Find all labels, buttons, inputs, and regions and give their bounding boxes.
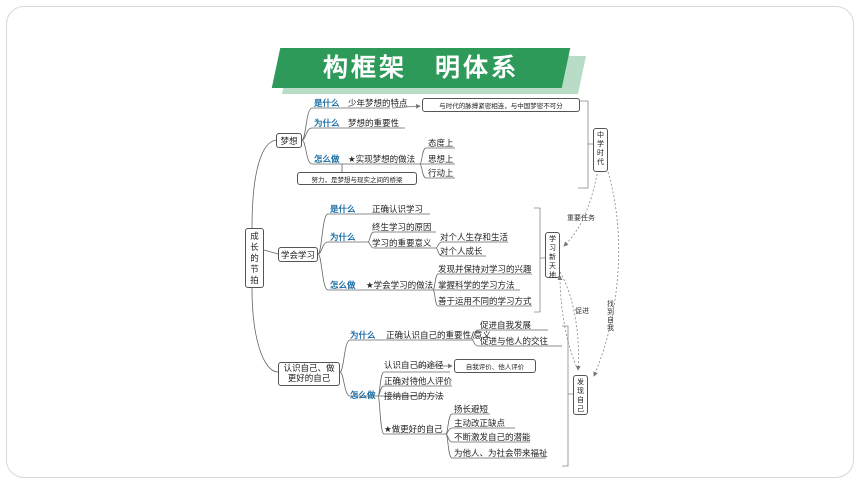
box-discover-self-label: 发现自己 [577, 378, 584, 413]
box-learning-new-world: 学习新天地 [545, 232, 560, 279]
learn-how-item-2: 掌握科学的学习方法 [438, 281, 515, 291]
dream-how-key: 怎么做 [314, 155, 340, 165]
title-banner: 构框架 明体系 [271, 48, 587, 94]
self-how-d-item-2: 主动改正缺点 [454, 419, 506, 429]
learn-how: ★学会学习的做法 [366, 281, 434, 291]
dream-what-note: 与时代的脉搏紧密相连，与中国梦密不可分 [422, 98, 580, 112]
learn-what: 正确认识学习 [372, 205, 424, 215]
box-middle-school-era: 中学时代 [593, 128, 608, 172]
dream-what: 少年梦想的特点 [348, 99, 408, 109]
dream-why-key: 为什么 [314, 119, 340, 129]
learn-how-item-3: 善于运用不同的学习方式 [438, 297, 532, 307]
branch-self: 认识自己、做更好的自己 [278, 362, 340, 386]
learn-what-key: 是什么 [330, 205, 356, 215]
dream-how-item-1: 态度上 [428, 139, 454, 149]
dream-how-note: 努力，是梦想与现实之间的桥梁 [297, 172, 417, 185]
self-how-b: 正确对待他人评价 [384, 377, 453, 387]
self-how-d-item-4: 为他人、为社会带来福祉 [454, 449, 548, 459]
self-how-d-item-3: 不断激发自己的潜能 [454, 433, 531, 443]
self-why-item-1: 促进自我发展 [480, 321, 532, 331]
self-how-a: 认识自己的途径 [384, 361, 444, 371]
self-how-c: 接纳自己的方法 [384, 392, 444, 402]
branch-dream: 梦想 [276, 133, 302, 148]
branch-learning: 学会学习 [278, 247, 318, 262]
box-learning-new-world-label: 学习新天地 [549, 235, 556, 279]
label-find-self: 找到自我 [607, 300, 614, 332]
learn-why-a: 终生学习的原因 [372, 223, 432, 233]
learn-how-item-1: 发现并保持对学习的兴趣 [438, 265, 532, 275]
dream-how-item-2: 思想上 [428, 155, 454, 165]
learn-how-key: 怎么做 [330, 281, 356, 291]
box-discover-self: 发现自己 [573, 375, 588, 415]
dream-why: 梦想的重要性 [348, 119, 400, 129]
self-why: 正确认识自己的重要性/意义 [386, 331, 491, 341]
self-how-key: 怎么做 [350, 391, 376, 401]
self-how-d-item-1: 扬长避短 [454, 405, 489, 415]
learn-why-b-item-2: 对个人成长 [440, 247, 483, 257]
dream-how: ★实现梦想的做法 [348, 155, 416, 165]
dream-how-item-3: 行动上 [428, 169, 454, 179]
label-promote: 促进 [575, 307, 589, 315]
self-why-key: 为什么 [350, 331, 376, 341]
root-label: 成长的节拍 [250, 232, 259, 286]
self-why-item-2: 促进与他人的交往 [480, 337, 549, 347]
box-middle-school-era-label: 中学时代 [597, 131, 604, 166]
label-important-task: 重要任务 [567, 214, 595, 222]
learn-why-b-item-1: 对个人生存和生活 [440, 233, 509, 243]
root-node: 成长的节拍 [245, 228, 264, 288]
dream-what-key: 是什么 [314, 99, 340, 109]
self-how-a-note: 自我评价、他人评价 [454, 359, 536, 373]
self-how-d: ★做更好的自己 [384, 425, 443, 435]
page-title: 构框架 明体系 [322, 53, 519, 82]
learn-why-b: 学习的重要意义 [372, 239, 432, 249]
learn-why-key: 为什么 [330, 233, 356, 243]
